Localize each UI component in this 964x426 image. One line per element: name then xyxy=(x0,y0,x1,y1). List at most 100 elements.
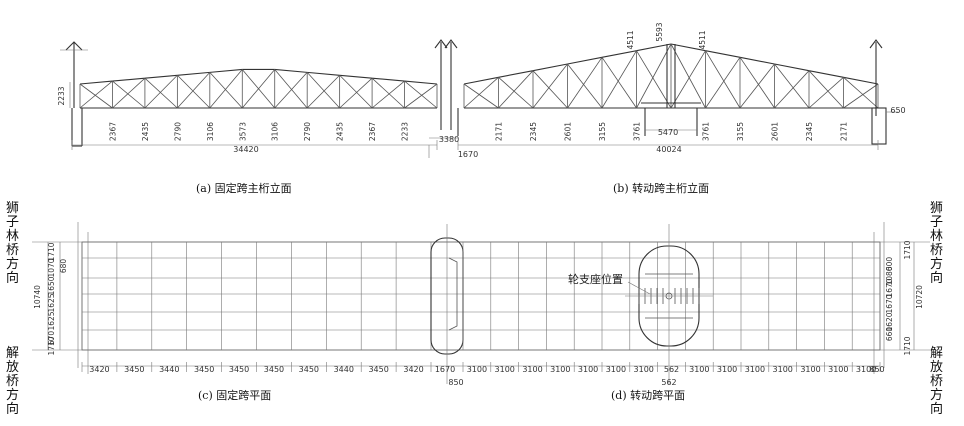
fixed-plan-bay-dim: 3440 xyxy=(334,365,354,374)
rot-diagonal xyxy=(739,63,775,109)
rot-top-chord xyxy=(463,76,499,85)
rot-diagonal xyxy=(567,57,603,109)
fixed-plan-bay-dim: 3420 xyxy=(403,365,423,374)
rot-top-chord xyxy=(498,70,534,78)
rot-plan-bay-dim: 562 xyxy=(664,365,679,374)
rot-diagonal xyxy=(498,77,534,109)
fixed-plan-left-dim: 1070 xyxy=(47,258,56,277)
rot-plan-right-dim: 1620 xyxy=(885,312,894,331)
rot-plan-right-dim: 1710 xyxy=(903,336,912,355)
rot-total-length: 40024 xyxy=(656,145,681,154)
rot-top-chord xyxy=(601,50,637,58)
rot-plan-right-dim: 660 xyxy=(885,327,894,342)
rot-diagonal xyxy=(601,50,637,109)
rot-top-chord xyxy=(808,70,844,78)
fixed-diagonal xyxy=(79,80,113,109)
post-cap xyxy=(869,39,883,49)
fixed-vertical-dim: 2435 xyxy=(141,122,150,141)
fixed-top-chord xyxy=(209,68,243,73)
side-label-char: 方 xyxy=(930,256,943,272)
side-label-right-bottom: 解放桥方向 xyxy=(930,346,943,417)
fixed-vertical-dim: 3573 xyxy=(238,122,247,141)
fixed-plan-below: 850 xyxy=(448,378,463,387)
rot-plan-bay-dim: 3100 xyxy=(800,365,820,374)
rot-diagonal xyxy=(705,50,741,109)
side-label-char: 林 xyxy=(6,229,19,244)
fixed-vertical-dim: 2367 xyxy=(108,122,117,141)
rot-vertical-dim: 2601 xyxy=(771,122,780,141)
rot-top-chord xyxy=(670,43,706,52)
fixed-top-chord xyxy=(339,74,373,79)
rot-vertical-dim: 3761 xyxy=(702,122,711,141)
fixed-diagonal xyxy=(177,72,211,109)
rot-vertical-dim: 2601 xyxy=(564,122,573,141)
side-label-char: 向 xyxy=(6,270,19,286)
rot-plan-bay-dim: 3100 xyxy=(634,365,654,374)
rot-plan-bay-dim: 3100 xyxy=(745,365,765,374)
side-label-char: 子 xyxy=(930,215,943,230)
side-label-char: 林 xyxy=(930,229,943,244)
side-label-char: 桥 xyxy=(930,243,943,258)
fixed-diagonal xyxy=(209,72,243,109)
rot-diagonal xyxy=(843,77,879,109)
rot-vertical-dim: 2171 xyxy=(840,122,849,141)
fixed-diagonal xyxy=(306,74,340,109)
fixed-diagonal xyxy=(112,77,146,109)
fixed-top-chord xyxy=(307,71,340,76)
fixed-plan-joint: 1670 xyxy=(435,365,455,374)
rot-diagonal xyxy=(670,50,706,109)
fixed-vertical-dim: 2790 xyxy=(303,122,312,141)
fixed-vertical-dim: 3106 xyxy=(271,122,280,141)
side-label-char: 桥 xyxy=(930,374,943,389)
fixed-diagonal xyxy=(209,69,243,109)
rot-diagonal xyxy=(567,63,603,109)
rot-plan-bay-dim: 3100 xyxy=(522,365,542,374)
fixed-plan-bay-dim: 3450 xyxy=(194,365,214,374)
fixed-diagonal xyxy=(274,72,308,109)
post-cap xyxy=(444,39,458,49)
rot-diagonal xyxy=(843,83,879,109)
rot-right-pier xyxy=(871,107,887,145)
side-label-left-bottom: 解放桥方向 xyxy=(6,346,19,417)
rot-vertical-dim: 3155 xyxy=(598,122,607,141)
rot-plan-right-dim: 1080 xyxy=(885,266,894,285)
fixed-total-length: 34420 xyxy=(233,145,258,154)
fixed-top-chord xyxy=(404,80,438,85)
side-label-char: 放 xyxy=(930,360,943,375)
fixed-top-chord xyxy=(177,71,210,76)
side-label-char: 狮 xyxy=(930,201,943,216)
fixed-plan-bay-dim: 3450 xyxy=(124,365,144,374)
side-label-right-top: 狮子林桥方向 xyxy=(930,201,943,286)
rot-vertical-dim: 2345 xyxy=(805,122,814,141)
fixed-plan-bay-dim: 3450 xyxy=(229,365,249,374)
fixed-plan-left-dim: 1625 xyxy=(47,311,56,330)
side-label-char: 向 xyxy=(930,401,943,417)
fixed-diagonal xyxy=(404,80,438,109)
side-label-char: 向 xyxy=(930,270,943,286)
fixed-vertical-dim: 3106 xyxy=(206,122,215,141)
fixed-top-chord xyxy=(372,77,405,82)
fixed-plan-left-dim: 670 xyxy=(47,331,56,346)
side-label-char: 子 xyxy=(6,215,19,230)
fixed-top-chord xyxy=(79,80,113,85)
side-label-char: 方 xyxy=(6,387,19,403)
fixed-diagonal xyxy=(339,74,373,109)
wheel-bearing-label: 轮支座位置 xyxy=(568,272,623,286)
caption-fixed-elevation: (a) 固定跨主桁立面 xyxy=(196,181,292,195)
fixed-diagonal xyxy=(177,74,211,109)
rot-diagonal xyxy=(774,63,810,109)
fixed-top-chord xyxy=(144,74,178,79)
fixed-vertical-dim: 2435 xyxy=(336,122,345,141)
side-label-char: 方 xyxy=(930,387,943,403)
rot-plan-below: 562 xyxy=(661,378,676,387)
fixed-plan-left-dim: 1710 xyxy=(47,242,56,261)
rot-plan-right-dim: 1710 xyxy=(903,240,912,259)
mid-offset: 1670 xyxy=(458,150,478,159)
rot-top-chord xyxy=(636,43,672,52)
rot-diagonal xyxy=(463,77,499,109)
rot-diagonal xyxy=(774,70,810,109)
